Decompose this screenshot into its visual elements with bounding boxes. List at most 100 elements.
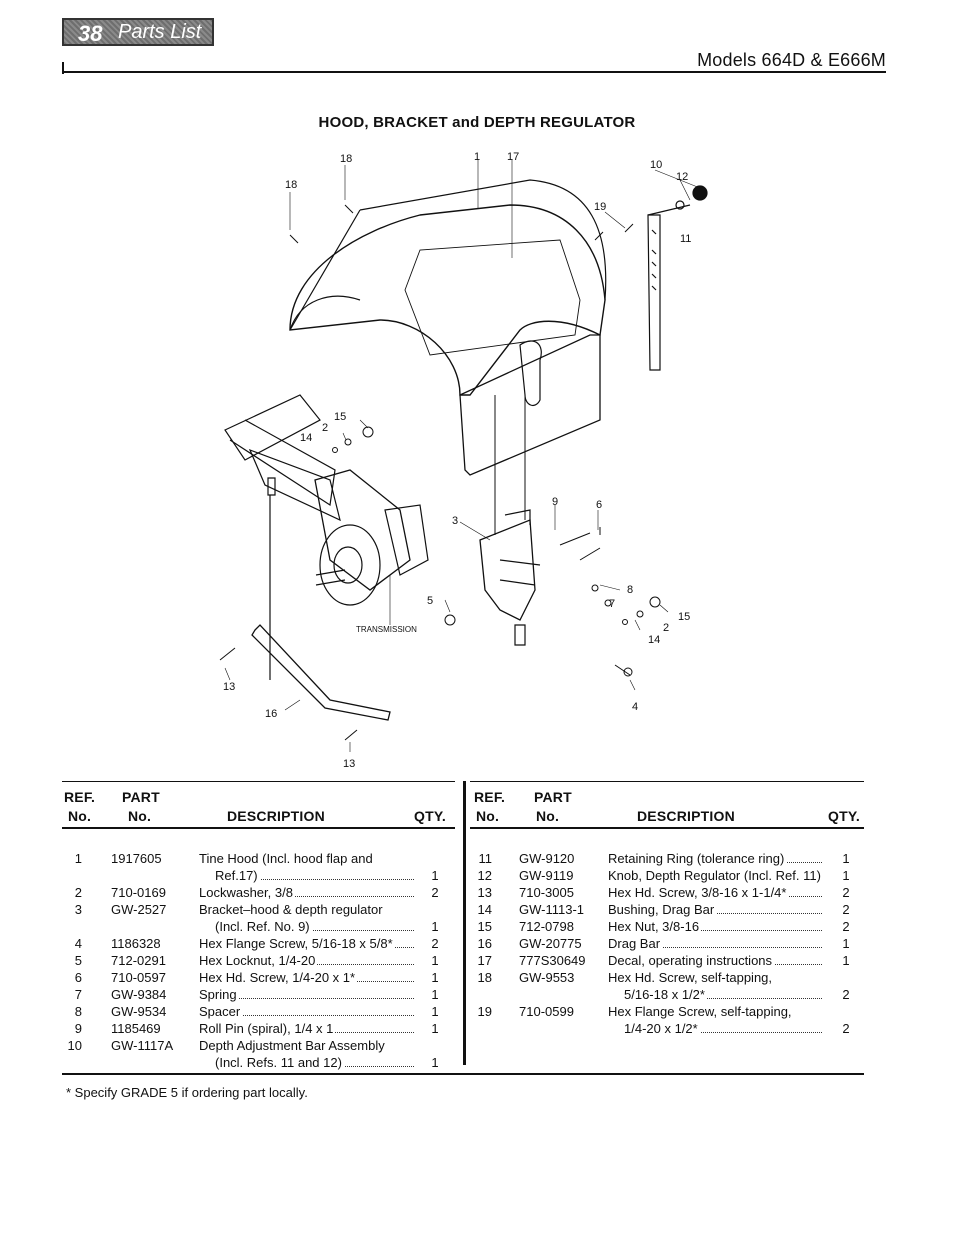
- ref-number: 1: [74, 851, 82, 866]
- description: Hex Locknut, 1/4-20: [199, 953, 414, 968]
- description: Retaining Ring (tolerance ring): [608, 851, 822, 866]
- ref-number: 7: [74, 987, 82, 1002]
- section-label: Parts List: [118, 21, 202, 43]
- hardware-screws-nuts: [219, 204, 661, 741]
- description: Drag Bar: [608, 936, 822, 951]
- quantity: 1: [842, 953, 850, 968]
- description-text: (Incl. Ref. No. 9): [215, 919, 312, 934]
- leader-dots: [199, 896, 414, 897]
- description: (Incl. Refs. 11 and 12): [215, 1055, 414, 1070]
- callout: 6: [596, 499, 602, 511]
- description-text: Hex Hd. Screw, self-tapping,: [608, 970, 775, 985]
- part-header: PART: [122, 789, 160, 805]
- quantity: 1: [431, 1021, 439, 1036]
- part-number: 710-0597: [111, 970, 166, 985]
- quantity: 1: [842, 868, 850, 883]
- ref-header: REF.: [474, 789, 506, 805]
- description: Hex Hd. Screw, self-tapping,: [608, 970, 822, 985]
- transmission-assembly: [224, 394, 429, 680]
- ref-number: 9: [74, 1021, 82, 1036]
- callout: 10: [650, 159, 662, 171]
- leader-dots: [624, 1032, 822, 1033]
- models-title: Models 664D & E666M: [697, 50, 886, 70]
- ref-number: 13: [477, 885, 492, 900]
- description-text: Spring: [199, 987, 239, 1002]
- part-number: GW-2527: [111, 902, 167, 917]
- part-number: GW-20775: [519, 936, 582, 951]
- figure-title: HOOD, BRACKET and DEPTH REGULATOR: [318, 114, 636, 131]
- part-number: GW-9553: [519, 970, 575, 985]
- table-top-rule-right: [470, 781, 864, 782]
- depth-adjustment-bar: [647, 185, 708, 371]
- part-number: 712-0798: [519, 919, 574, 934]
- ref-number: 10: [67, 1038, 82, 1053]
- description: Hex Flange Screw, 5/16-18 x 5/8*: [199, 936, 414, 951]
- callout: 8: [627, 584, 633, 596]
- callout: 2: [322, 422, 328, 434]
- quantity: 1: [842, 851, 850, 866]
- description: Spring: [199, 987, 414, 1002]
- description-text: Decal, operating instructions: [608, 953, 775, 968]
- description: Hex Nut, 3/8-16: [608, 919, 822, 934]
- description-text: Hex Flange Screw, 5/16-18 x 5/8*: [199, 936, 395, 951]
- description: Decal, operating instructions: [608, 953, 822, 968]
- part-number: GW-1113-1: [519, 902, 585, 917]
- callout: 16: [265, 708, 277, 720]
- callout: 14: [648, 634, 660, 646]
- qty-header: QTY.: [414, 808, 446, 824]
- callout: 2: [663, 622, 669, 634]
- table-column-separator: [463, 781, 466, 1065]
- part-number: 777S30649: [519, 953, 586, 968]
- table-row: (Incl. Refs. 11 and 12)1: [62, 1055, 455, 1072]
- part-header-no: No.: [128, 808, 152, 824]
- ref-number: 15: [477, 919, 492, 934]
- table-row: 5/16-18 x 1/2*2: [472, 987, 864, 1004]
- callout: 4: [632, 701, 638, 713]
- description-text: Hex Hd. Screw, 1/4-20 x 1*: [199, 970, 358, 985]
- header-rule: [62, 71, 886, 73]
- callout: 11: [680, 233, 691, 245]
- quantity: 2: [431, 885, 439, 900]
- description: 5/16-18 x 1/2*: [624, 987, 822, 1002]
- description: Ref.17): [215, 868, 414, 883]
- callout: 5: [427, 595, 433, 607]
- callout: 3: [452, 515, 458, 527]
- quantity: 2: [842, 1021, 850, 1036]
- description-text: Hex Flange Screw, self-tapping,: [608, 1004, 794, 1019]
- description-text: 5/16-18 x 1/2*: [624, 987, 707, 1002]
- leader-dots: [199, 998, 414, 999]
- description: Roll Pin (spiral), 1/4 x 1: [199, 1021, 414, 1036]
- part-number: 710-0599: [519, 1004, 574, 1019]
- part-number: GW-9120: [519, 851, 575, 866]
- table-row: 14 GW-1113-1 Bushing, Drag Bar 2: [472, 902, 864, 919]
- description-text: Bracket–hood & depth regulator: [199, 902, 385, 917]
- description-header: DESCRIPTION: [637, 808, 735, 824]
- callout-numbers: 18 18 1 17 10 12 19 11 15 2 14 9 6 3 8 7…: [223, 151, 691, 770]
- description: Bushing, Drag Bar: [608, 902, 822, 917]
- ref-number: 8: [74, 1004, 82, 1019]
- part-number: 1186328: [111, 936, 161, 951]
- table-row: Ref.17)1: [62, 868, 455, 885]
- depth-regulator-bracket: [479, 509, 541, 646]
- description: Hex Flange Screw, self-tapping,: [608, 1004, 822, 1019]
- callout: 18: [285, 179, 297, 191]
- ref-number: 14: [477, 902, 492, 917]
- leader-dots: [199, 1015, 414, 1016]
- ref-number: 5: [74, 953, 82, 968]
- description: 1/4-20 x 1/2*: [624, 1021, 822, 1036]
- description: Depth Adjustment Bar Assembly: [199, 1038, 414, 1053]
- quantity: 2: [842, 902, 850, 917]
- description-text: Hex Hd. Screw, 3/8-16 x 1-1/4*: [608, 885, 789, 900]
- part-number: GW-9534: [111, 1004, 167, 1019]
- table-bottom-rule: [62, 1073, 864, 1075]
